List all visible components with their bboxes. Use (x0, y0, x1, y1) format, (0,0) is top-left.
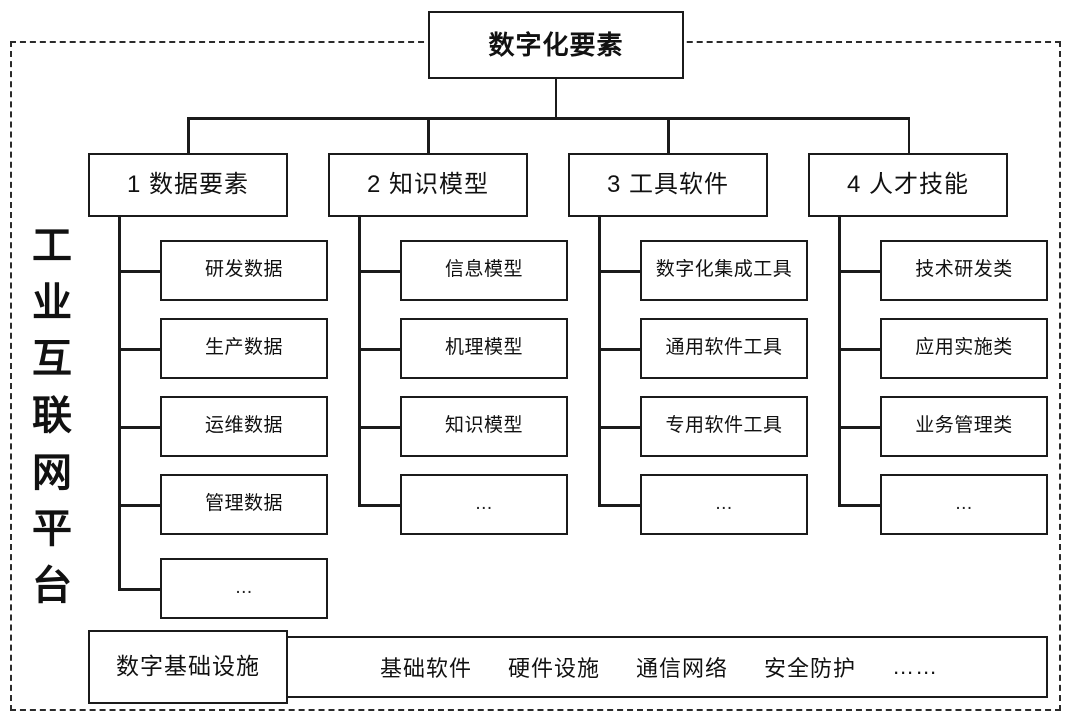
category-spine-1 (118, 217, 121, 590)
platform-label-char-5: 平 (32, 507, 72, 552)
branch-line-1-1 (118, 270, 160, 273)
leaf-box-1-5[interactable]: ... (160, 558, 328, 619)
platform-label-char-1: 业 (32, 280, 72, 325)
category-spine-3 (598, 217, 601, 504)
leaf-box-2-3[interactable]: 知识模型 (400, 396, 568, 457)
category-drop-line-3 (667, 117, 670, 153)
branch-line-3-1 (598, 270, 640, 273)
leaf-box-1-3[interactable]: 运维数据 (160, 396, 328, 457)
category-drop-line-2 (427, 117, 430, 153)
branch-line-2-1 (358, 270, 400, 273)
leaf-box-2-2[interactable]: 机理模型 (400, 318, 568, 379)
infrastructure-item-0[interactable]: 基础软件 (380, 656, 473, 681)
infrastructure-item-list: 基础软件 硬件设施 通信网络 安全防护 …… (380, 636, 938, 698)
leaf-box-1-1[interactable]: 研发数据 (160, 240, 328, 301)
leaf-box-4-1[interactable]: 技术研发类 (880, 240, 1048, 301)
category-spine-2 (358, 217, 361, 504)
infrastructure-item-1[interactable]: 硬件设施 (508, 656, 601, 681)
leaf-box-2-4[interactable]: ... (400, 474, 568, 535)
infrastructure-item-2[interactable]: 通信网络 (636, 656, 729, 681)
category-bus-line (187, 117, 910, 120)
infrastructure-item-4: …… (892, 654, 939, 679)
leaf-box-4-4[interactable]: ... (880, 474, 1048, 535)
category-box-4[interactable]: 4 人才技能 (808, 153, 1008, 217)
root-stem-line (554, 79, 557, 117)
leaf-box-2-1[interactable]: 信息模型 (400, 240, 568, 301)
branch-line-4-4 (838, 504, 880, 507)
platform-vertical-label: 工 业 互 联 网 平 台 (22, 226, 82, 606)
infrastructure-item-3[interactable]: 安全防护 (764, 656, 857, 681)
branch-line-4-1 (838, 270, 880, 273)
root-node[interactable]: 数字化要素 (428, 11, 684, 79)
branch-line-4-2 (838, 348, 880, 351)
branch-line-2-3 (358, 426, 400, 429)
branch-line-1-2 (118, 348, 160, 351)
branch-line-3-2 (598, 348, 640, 351)
branch-line-3-3 (598, 426, 640, 429)
branch-line-1-5 (118, 588, 160, 591)
leaf-box-4-2[interactable]: 应用实施类 (880, 318, 1048, 379)
branch-line-1-3 (118, 426, 160, 429)
category-box-3[interactable]: 3 工具软件 (568, 153, 768, 217)
leaf-box-3-3[interactable]: 专用软件工具 (640, 396, 808, 457)
leaf-box-3-2[interactable]: 通用软件工具 (640, 318, 808, 379)
branch-line-2-4 (358, 504, 400, 507)
platform-label-char-4: 网 (32, 450, 72, 495)
leaf-box-4-3[interactable]: 业务管理类 (880, 396, 1048, 457)
category-drop-line-4 (907, 117, 910, 153)
platform-label-char-6: 台 (32, 563, 72, 608)
platform-label-char-0: 工 (32, 224, 72, 268)
platform-label-char-2: 互 (32, 337, 72, 382)
branch-line-2-2 (358, 348, 400, 351)
platform-label-char-3: 联 (32, 393, 72, 438)
branch-line-1-4 (118, 504, 160, 507)
leaf-box-3-4[interactable]: ... (640, 474, 808, 535)
branch-line-4-3 (838, 426, 880, 429)
category-box-1[interactable]: 1 数据要素 (88, 153, 288, 217)
category-drop-line-1 (187, 117, 190, 153)
leaf-box-1-2[interactable]: 生产数据 (160, 318, 328, 379)
infrastructure-label-box[interactable]: 数字基础设施 (88, 630, 288, 704)
leaf-box-1-4[interactable]: 管理数据 (160, 474, 328, 535)
category-spine-4 (838, 217, 841, 504)
category-box-2[interactable]: 2 知识模型 (328, 153, 528, 217)
leaf-box-3-1[interactable]: 数字化集成工具 (640, 240, 808, 301)
branch-line-3-4 (598, 504, 640, 507)
